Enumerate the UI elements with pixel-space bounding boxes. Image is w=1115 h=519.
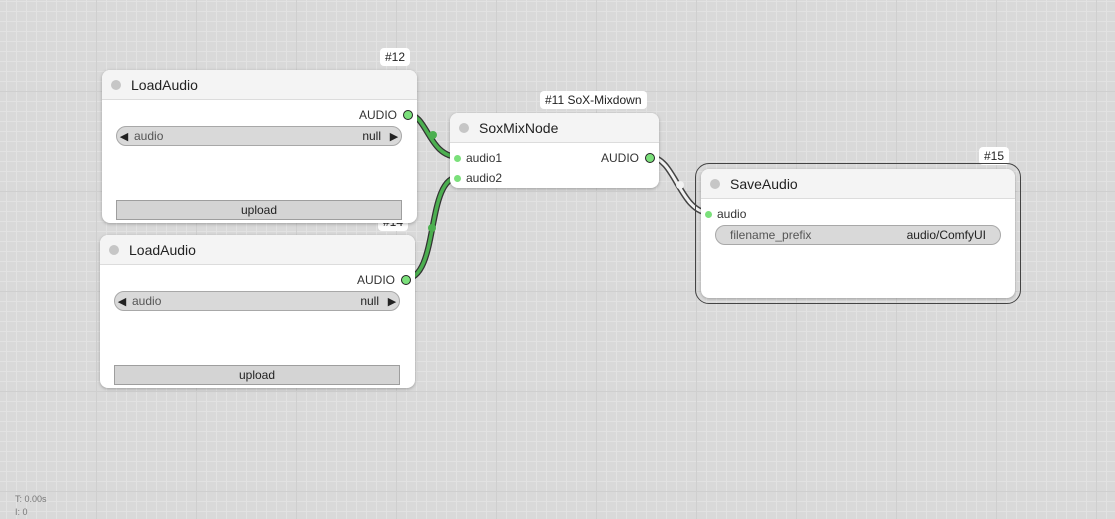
output-slot-dot-icon[interactable] [401, 275, 411, 285]
input-slot-audio1[interactable]: audio1 [454, 151, 502, 165]
upload-button[interactable]: upload [116, 200, 402, 220]
output-slot-label: AUDIO [358, 108, 397, 122]
node-title: SaveAudio [730, 175, 798, 192]
load-audio-node-14[interactable]: LoadAudio AUDIO ◀ audio null ▶ upload [100, 235, 415, 388]
input-slot-label: audio2 [466, 171, 503, 185]
output-slot-dot-icon[interactable] [645, 153, 655, 163]
collapse-dot-icon[interactable] [111, 79, 121, 90]
node-title-bar[interactable]: LoadAudio [100, 235, 415, 265]
widget-label: filename_prefix [730, 228, 812, 242]
output-slot-label: AUDIO [600, 151, 639, 165]
node-title: SoxMixNode [479, 119, 559, 136]
node-title: LoadAudio [129, 241, 196, 258]
upload-button[interactable]: upload [114, 365, 400, 385]
node-title-bar[interactable]: LoadAudio [102, 70, 417, 100]
widget-value: audio/ComfyUI [906, 228, 986, 242]
node-title-bar[interactable]: SaveAudio [701, 169, 1015, 199]
combo-left-arrow-icon[interactable]: ◀ [117, 295, 127, 308]
combo-right-arrow-icon[interactable]: ▶ [389, 130, 399, 143]
node-id-badge: #12 [380, 48, 411, 66]
node-id-badge: #15 [979, 147, 1010, 165]
input-slot-audio[interactable]: audio [705, 207, 746, 221]
node-title: LoadAudio [131, 76, 198, 93]
node-id-badge: #11 SoX-Mixdown [540, 91, 647, 109]
output-slot-label: AUDIO [356, 273, 395, 287]
audio-combo-widget[interactable]: ◀ audio null ▶ [114, 291, 400, 311]
input-slot-dot-icon[interactable] [454, 174, 461, 182]
output-slot-audio[interactable]: AUDIO [601, 151, 655, 165]
link-midpoint[interactable] [676, 181, 684, 189]
output-slot-dot-icon[interactable] [403, 110, 413, 120]
input-slot-audio2[interactable]: audio2 [454, 171, 502, 185]
output-slot-audio[interactable]: AUDIO [357, 273, 411, 287]
collapse-dot-icon[interactable] [109, 244, 119, 255]
output-slot-audio[interactable]: AUDIO [359, 108, 413, 122]
render-time: T: 0.00s [15, 494, 47, 504]
input-slot-label: audio1 [466, 151, 503, 165]
collapse-dot-icon[interactable] [710, 178, 720, 189]
input-slot-dot-icon[interactable] [454, 154, 461, 162]
combo-label: audio [134, 129, 164, 143]
combo-right-arrow-icon[interactable]: ▶ [387, 295, 397, 308]
combo-label: audio [132, 294, 162, 308]
combo-value: null [360, 294, 379, 308]
input-slot-label: audio [717, 207, 747, 221]
link-midpoint[interactable] [429, 131, 437, 139]
render-index: I: 0 [15, 507, 28, 517]
link-midpoint[interactable] [428, 224, 436, 232]
node-title-bar[interactable]: SoxMixNode [450, 113, 659, 143]
combo-value: null [362, 129, 381, 143]
save-audio-node-15[interactable]: SaveAudio audio filename_prefix audio/Co… [695, 163, 1021, 304]
audio-combo-widget[interactable]: ◀ audio null ▶ [116, 126, 402, 146]
collapse-dot-icon[interactable] [459, 122, 469, 133]
load-audio-node-12[interactable]: LoadAudio AUDIO ◀ audio null ▶ upload [102, 70, 417, 223]
sox-mix-node-11[interactable]: SoxMixNode audio1 audio2 AUDIO [450, 113, 659, 188]
combo-left-arrow-icon[interactable]: ◀ [119, 130, 129, 143]
input-slot-dot-icon[interactable] [705, 210, 712, 218]
filename-prefix-widget[interactable]: filename_prefix audio/ComfyUI [715, 225, 1001, 245]
render-stats: T: 0.00s I: 0 [15, 493, 47, 519]
